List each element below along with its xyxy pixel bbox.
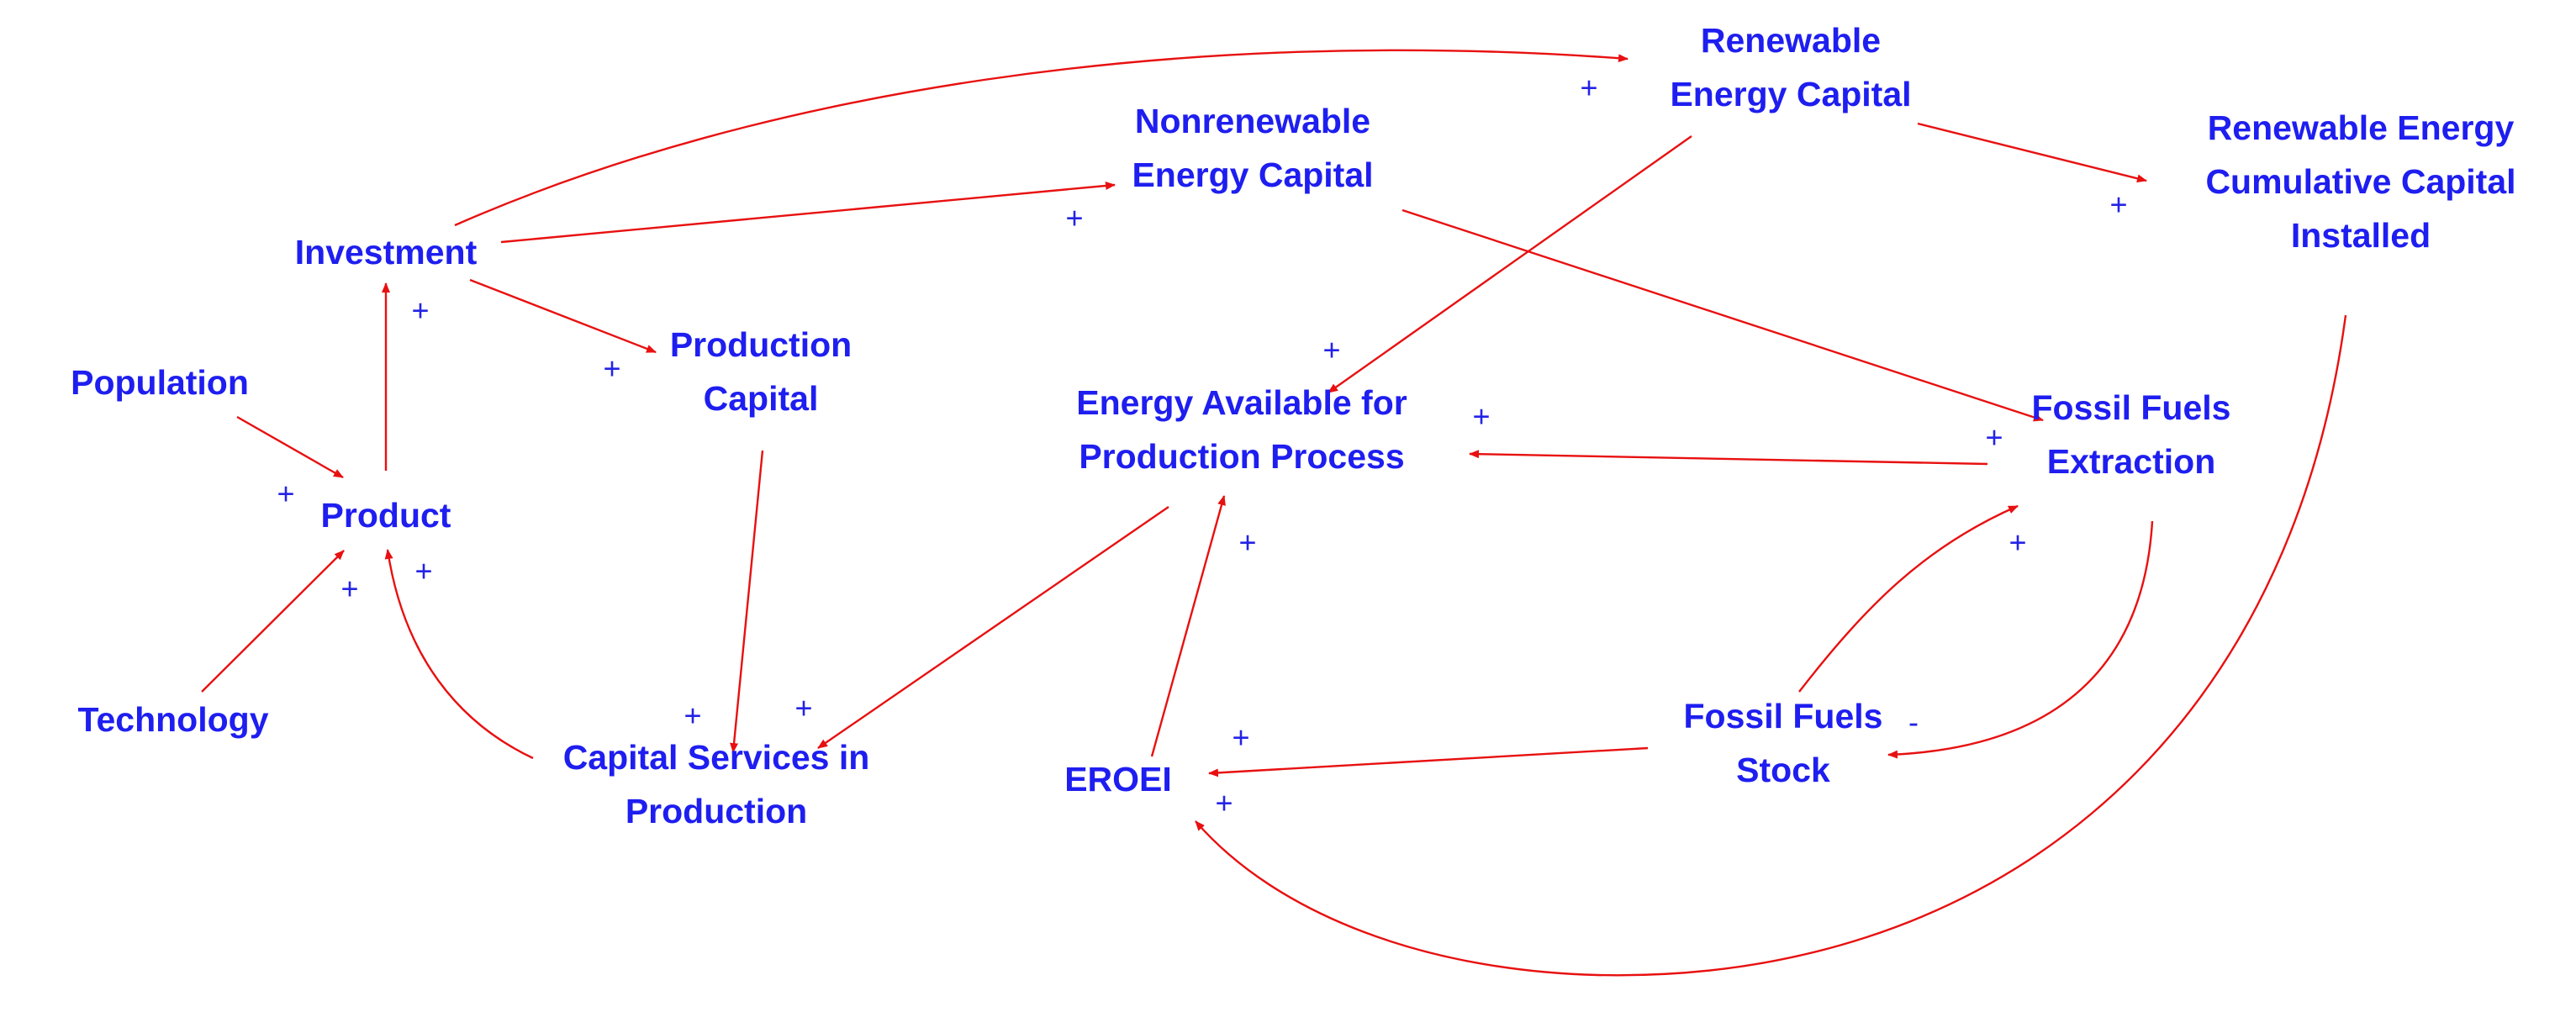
polarity-sign: + — [1215, 786, 1233, 820]
node-label-line: Capital — [704, 379, 819, 418]
node-label-line: Investment — [295, 233, 478, 271]
node-label-line: Production — [670, 325, 852, 364]
node-label-line: EROEI — [1064, 760, 1172, 799]
node-investment: Investment — [295, 233, 478, 271]
links-layer — [201, 49, 2347, 977]
polarity-sign: + — [1322, 333, 1340, 367]
link-fossil-stock-to-fossil-extraction — [1798, 504, 2019, 693]
node-label-line: Fossil Fuels — [1684, 697, 1883, 735]
polarity-sign: + — [2009, 525, 2026, 560]
node-label-line: Population — [71, 363, 249, 402]
link-renewable-capital-to-renewable-cumulative — [1917, 122, 2147, 183]
link-investment-to-renewable-capital — [454, 49, 1628, 227]
node-label-line: Installed — [2291, 216, 2431, 255]
node-label-line: Stock — [1736, 751, 1830, 789]
node-label-line: Renewable — [1701, 21, 1881, 60]
link-renewable-capital-to-energy-available — [1328, 135, 1692, 393]
node-technology: Technology — [77, 700, 268, 739]
polarity-sign: + — [411, 293, 429, 328]
polarity-sign: + — [2109, 187, 2127, 222]
node-label-line: Renewable Energy — [2208, 108, 2515, 147]
polarity-sign: + — [1232, 720, 1249, 755]
node-label-line: Fossil Fuels — [2032, 388, 2231, 427]
polarity-sign: - — [1908, 705, 1919, 740]
link-energy-available-to-capital-services — [817, 506, 1169, 749]
node-label-line: Product — [321, 496, 451, 535]
link-technology-to-product — [201, 550, 345, 693]
node-label-line: Technology — [77, 700, 268, 739]
node-capital-services: Capital Services in Production — [563, 738, 870, 830]
polarity-sign: + — [1065, 201, 1083, 235]
node-population: Population — [71, 363, 249, 402]
link-nonrenewable-capital-to-fossil-extraction — [1401, 208, 2044, 422]
link-fossil-extraction-to-energy-available — [1469, 450, 1988, 466]
node-label-line: Nonrenewable — [1135, 102, 1370, 140]
node-label-line: Energy Capital — [1132, 155, 1373, 194]
polarity-sign: + — [1238, 525, 1256, 560]
polarity-layer: + + + + + + + + + + + + + + - + + + — [277, 71, 2127, 820]
node-label-line: Production — [626, 792, 807, 830]
link-fossil-extraction-to-fossil-stock — [1887, 520, 2154, 759]
link-production-capital-to-capital-services — [730, 450, 764, 753]
node-eroei: EROEI — [1064, 760, 1172, 799]
node-label-line: Energy Capital — [1670, 75, 1911, 113]
node-label-line: Capital Services in — [563, 738, 870, 777]
polarity-sign: + — [1985, 420, 2003, 455]
polarity-sign: + — [1472, 399, 1490, 434]
link-population-to-product — [236, 415, 344, 479]
link-eroei-to-energy-available — [1150, 495, 1226, 757]
polarity-sign: + — [340, 572, 358, 606]
link-renewable-cumulative-to-eroei — [1195, 314, 2347, 977]
node-product: Product — [321, 496, 451, 535]
node-label-line: Energy Available for — [1076, 383, 1407, 422]
link-capital-services-to-product — [384, 549, 534, 760]
polarity-sign: + — [794, 691, 812, 725]
polarity-sign: + — [414, 554, 432, 588]
node-label-line: Extraction — [2047, 442, 2216, 481]
polarity-sign: + — [603, 351, 620, 386]
link-investment-to-production-capital — [469, 278, 657, 354]
node-label-line: Production Process — [1079, 437, 1404, 476]
node-label-line: Cumulative Capital — [2205, 162, 2515, 201]
polarity-sign: + — [684, 698, 701, 733]
link-fossil-stock-to-eroei — [1208, 746, 1649, 777]
polarity-sign: + — [277, 477, 294, 511]
polarity-sign: + — [1580, 71, 1597, 105]
link-investment-to-nonrenewable-capital — [500, 182, 1116, 244]
